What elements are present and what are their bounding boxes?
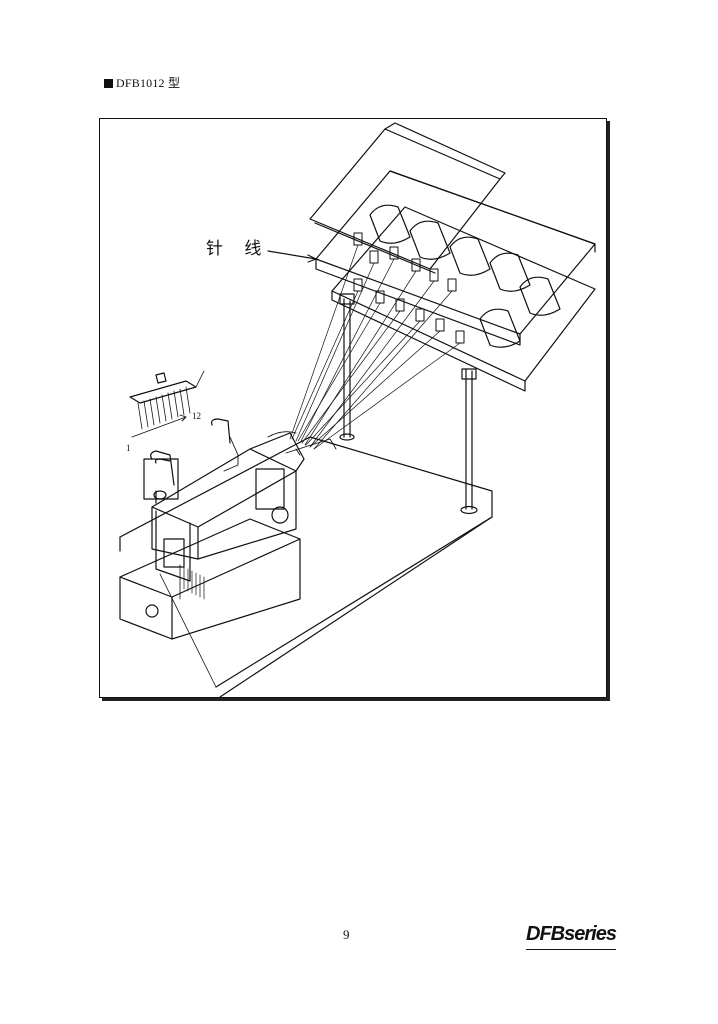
number-label-start: 1	[126, 443, 131, 453]
needle-thread-callout: 针 线	[206, 239, 270, 259]
number-label-end: 12	[192, 411, 201, 421]
figure-frame: 12 1	[99, 118, 607, 698]
work-table	[119, 436, 493, 697]
machine-illustration	[119, 122, 596, 697]
looper-parts	[129, 370, 231, 486]
callout-arrow	[267, 250, 317, 263]
model-title: DFB1012 型	[116, 76, 181, 90]
sewing-machine	[119, 431, 337, 640]
logo-underline	[526, 949, 616, 950]
square-bullet-icon	[104, 79, 113, 88]
thread-stand	[289, 122, 596, 515]
page-header: DFB1012 型	[104, 74, 180, 91]
series-logo-text: DFBseries	[526, 923, 617, 945]
series-logo: DFBseries	[526, 923, 617, 950]
page-number: 9	[343, 927, 350, 942]
